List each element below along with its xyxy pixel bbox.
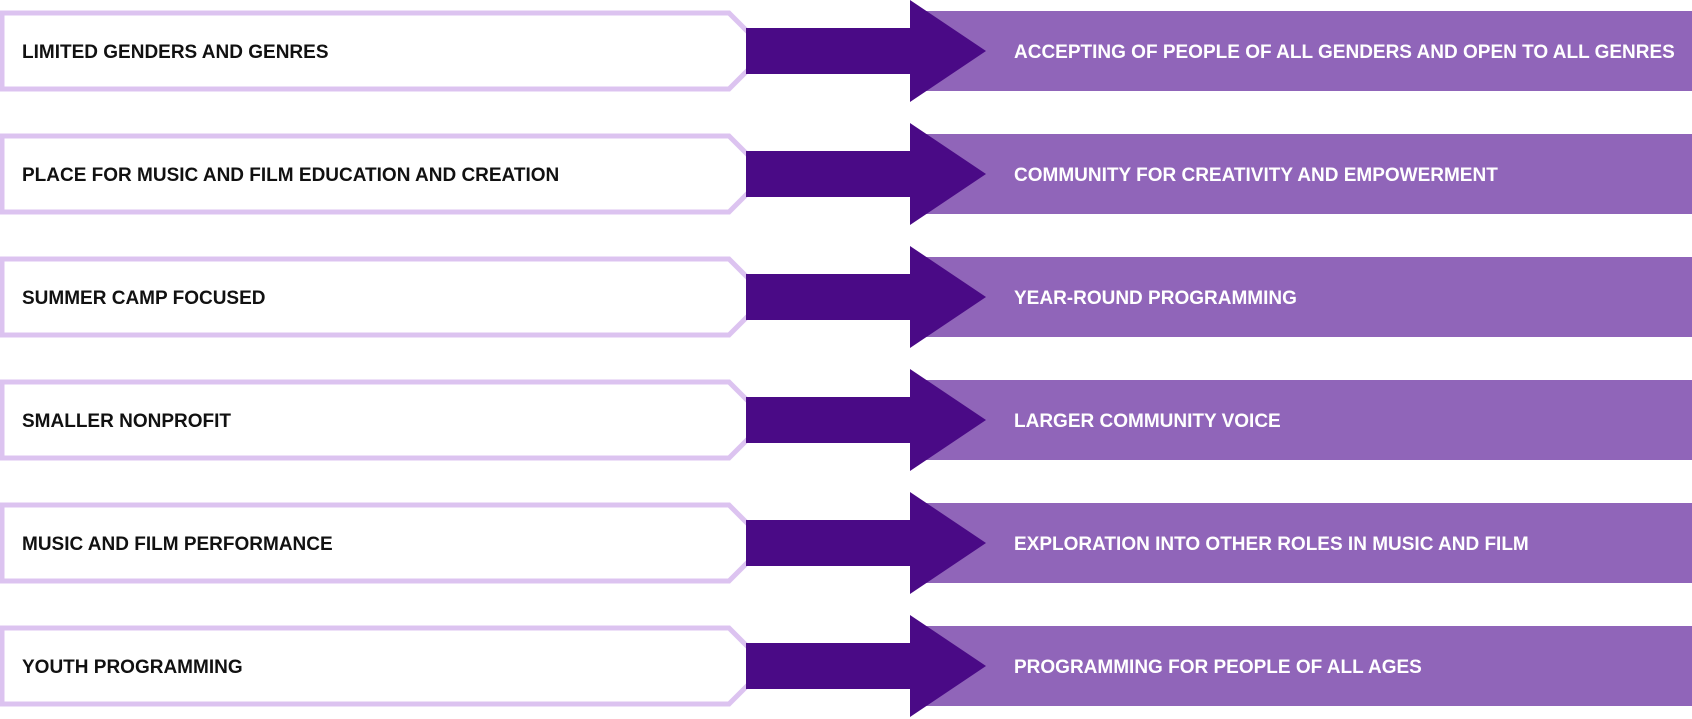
transformation-row: PLACE FOR MUSIC AND FILM EDUCATION AND C… [0,123,1692,225]
before-label: YOUTH PROGRAMMING [22,657,243,678]
arrow-icon [746,123,986,225]
after-box [920,503,1692,583]
after-box [920,626,1692,706]
after-label: COMMUNITY FOR CREATIVITY AND EMPOWERMENT [1014,165,1498,186]
before-label: LIMITED GENDERS AND GENRES [22,42,329,63]
after-box [920,257,1692,337]
transformation-row: LIMITED GENDERS AND GENRES ACCEPTING OF P… [0,0,1692,102]
after-label: EXPLORATION INTO OTHER ROLES IN MUSIC AN… [1014,534,1529,555]
after-label: ACCEPTING OF PEOPLE OF ALL GENDERS AND O… [1014,42,1675,63]
before-label: SMALLER NONPROFIT [22,411,231,432]
arrow-icon [746,615,986,717]
transformation-row: SMALLER NONPROFIT LARGER COMMUNITY VOICE [0,369,1692,471]
after-box [920,380,1692,460]
arrow-icon [746,492,986,594]
after-box [920,11,1692,91]
before-label: PLACE FOR MUSIC AND FILM EDUCATION AND C… [22,165,559,186]
before-label: SUMMER CAMP FOCUSED [22,288,266,309]
transformation-row: SUMMER CAMP FOCUSED YEAR-ROUND PROGRAMMIN… [0,246,1692,348]
after-label: YEAR-ROUND PROGRAMMING [1014,288,1297,309]
after-label: LARGER COMMUNITY VOICE [1014,411,1281,432]
arrow-icon [746,0,986,102]
transformation-row: YOUTH PROGRAMMING PROGRAMMING FOR PEOPLE … [0,615,1692,717]
after-box [920,134,1692,214]
arrow-icon [746,246,986,348]
transformation-row: MUSIC AND FILM PERFORMANCE EXPLORATION IN… [0,492,1692,594]
arrow-icon [746,369,986,471]
before-label: MUSIC AND FILM PERFORMANCE [22,534,333,555]
after-label: PROGRAMMING FOR PEOPLE OF ALL AGES [1014,657,1422,678]
